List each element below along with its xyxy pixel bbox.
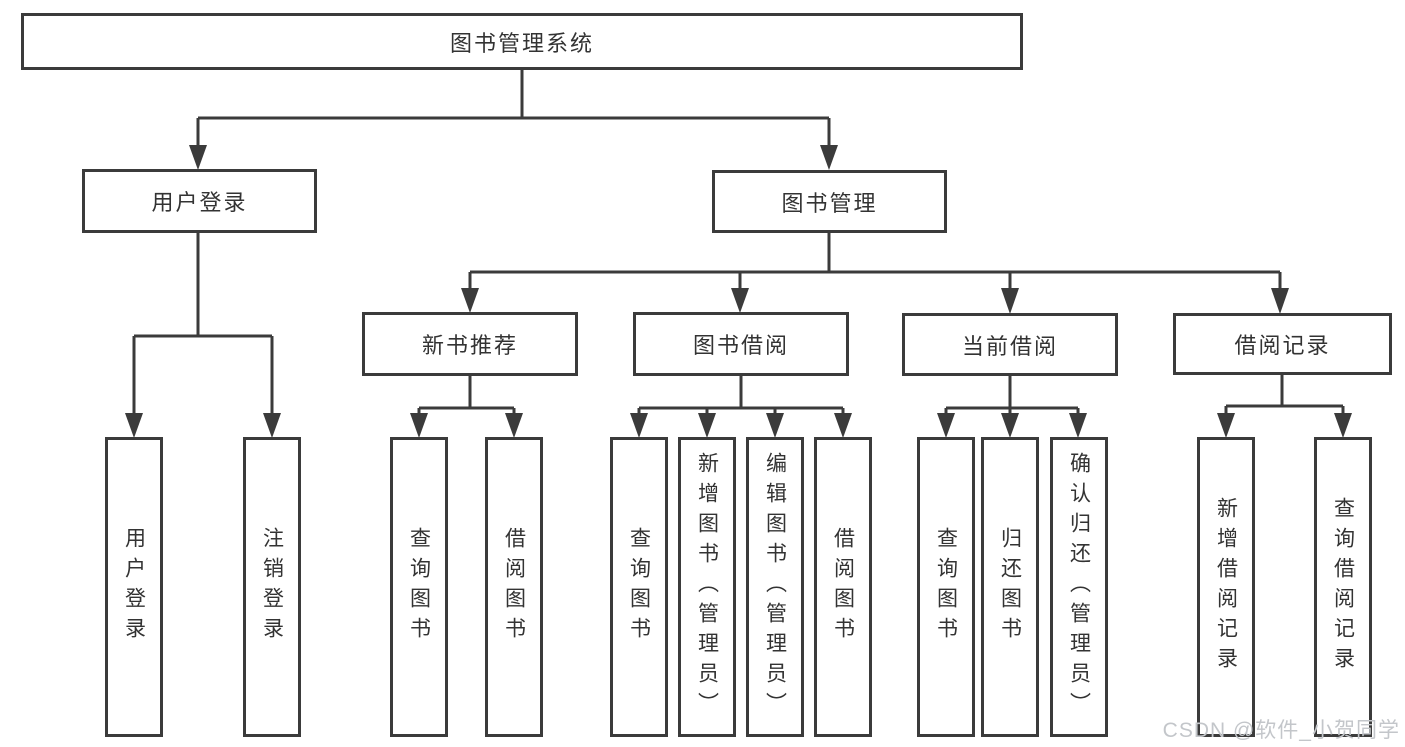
connector-group-new-book (417, 376, 516, 417)
leaf-query-books-current-label: 查询图书 (934, 527, 958, 647)
leaf-logout-label: 注销登录 (260, 527, 284, 647)
leaf-query-books-current: 查询图书 (917, 437, 975, 737)
leaf-add-borrow-record: 新增借阅记录 (1197, 437, 1255, 737)
leaf-borrow-books-recommend-label: 借阅图书 (502, 527, 526, 647)
node-new-book-recommend: 新书推荐 (362, 312, 578, 376)
node-book-borrow: 图书借阅 (633, 312, 849, 376)
node-current-borrow: 当前借阅 (902, 313, 1118, 376)
node-user-login-label: 用户登录 (151, 190, 248, 215)
connector-group-current-borrow (944, 376, 1080, 417)
leaf-query-books-recommend: 查询图书 (390, 437, 448, 737)
leaf-borrow-books-label: 借阅图书 (831, 527, 855, 647)
connector-group-book-borrow (637, 376, 845, 417)
node-book-management: 图书管理 (712, 170, 947, 233)
leaf-query-books-borrow-label: 查询图书 (627, 527, 651, 647)
leaf-query-books-recommend-label: 查询图书 (407, 527, 431, 647)
leaf-return-book: 归还图书 (981, 437, 1039, 737)
csdn-watermark: CSDN @软件_小贺同学 (1162, 719, 1400, 742)
node-borrow-records-label: 借阅记录 (1234, 333, 1331, 358)
node-current-borrow-label: 当前借阅 (961, 333, 1058, 359)
leaf-add-borrow-record-label: 新增借阅记录 (1214, 497, 1238, 677)
leaf-edit-book-admin-label: 编辑图书（管理员） (763, 452, 787, 722)
node-borrow-records: 借阅记录 (1173, 313, 1392, 375)
leaf-logout: 注销登录 (243, 437, 301, 737)
leaf-confirm-return-admin-label: 确认归还（管理员） (1067, 452, 1091, 722)
leaf-query-books-borrow: 查询图书 (610, 437, 668, 737)
node-book-borrow-label: 图书借阅 (692, 333, 789, 358)
leaf-add-book-admin: 新增图书（管理员） (678, 437, 736, 737)
node-book-management-label: 图书管理 (781, 190, 878, 216)
leaf-query-borrow-record: 查询借阅记录 (1314, 437, 1372, 737)
leaf-add-book-admin-label: 新增图书（管理员） (695, 452, 719, 722)
leaf-borrow-books: 借阅图书 (814, 437, 872, 737)
leaf-edit-book-admin: 编辑图书（管理员） (746, 437, 804, 737)
connector-trunk-level3 (468, 233, 1282, 292)
leaf-return-book-label: 归还图书 (998, 527, 1022, 647)
node-root-label: 图书管理系统 (449, 30, 594, 56)
leaf-confirm-return-admin: 确认归还（管理员） (1050, 437, 1108, 737)
node-root-system: 图书管理系统 (21, 13, 1023, 70)
node-new-book-recommend-label: 新书推荐 (421, 333, 518, 358)
leaf-query-borrow-record-label: 查询借阅记录 (1331, 497, 1355, 677)
connector-trunk-level2 (196, 70, 831, 150)
arrowheads (125, 145, 1352, 438)
connector-group-user-login (132, 233, 274, 417)
leaf-user-login: 用户登录 (105, 437, 163, 737)
node-user-login: 用户登录 (82, 169, 317, 233)
leaf-borrow-books-recommend: 借阅图书 (485, 437, 543, 737)
connector-group-borrow-records (1224, 375, 1345, 417)
leaf-user-login-label: 用户登录 (122, 527, 146, 647)
